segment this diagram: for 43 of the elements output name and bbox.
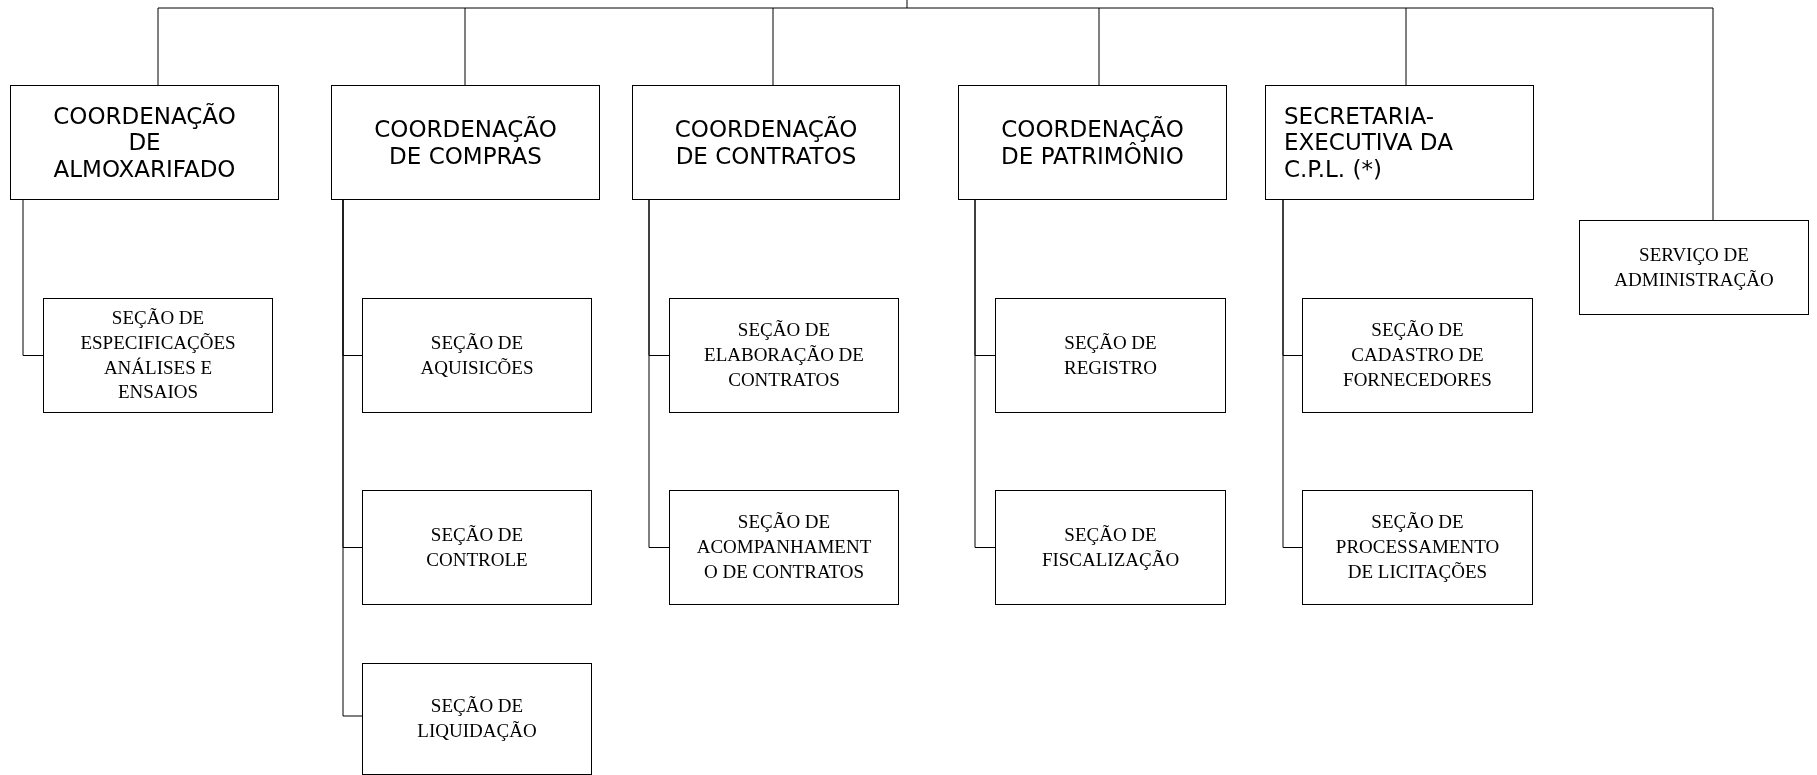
- section-box: [1302, 298, 1533, 413]
- connector-line: [1405, 7, 1407, 86]
- connector-line: [342, 199, 363, 717]
- connector-line: [772, 7, 774, 86]
- unit-name: SEÇÃO DE CONTROLE: [425, 522, 529, 572]
- section-box: [995, 490, 1226, 605]
- connector-line: [22, 199, 44, 356]
- department-box: [958, 85, 1227, 200]
- unit-name: SEÇÃO DE FISCALIZAÇÃO: [1040, 522, 1181, 572]
- unit-name: SEÇÃO DE CADASTRO DE FORNECEDORES: [1342, 318, 1493, 392]
- section-box: [669, 490, 899, 605]
- department-box: [1265, 85, 1534, 200]
- unit-name: SEÇÃO DE LIQUIDAÇÃO: [416, 694, 538, 743]
- section-box: [362, 298, 592, 413]
- section-box: [362, 490, 592, 605]
- unit-name: SEÇÃO DE PROCESSAMENTO DE LICITAÇÕES: [1334, 510, 1501, 584]
- unit-name: COORDENAÇÃO DE ALMOXARIFADO: [52, 102, 237, 183]
- unit-name: COORDENAÇÃO DE CONTRATOS: [673, 116, 859, 169]
- connector-line: [974, 199, 996, 548]
- unit-name: SEÇÃO DE AQUISICÕES: [419, 330, 535, 380]
- section-box: [995, 298, 1226, 413]
- department-box: [331, 85, 600, 200]
- department-box: [10, 85, 279, 200]
- connector-line: [1282, 199, 1303, 548]
- section-box: [43, 298, 273, 413]
- section-box: [1579, 220, 1809, 315]
- unit-name: SEÇÃO DE REGISTRO: [1063, 330, 1158, 380]
- connector-line: [157, 7, 159, 86]
- connector-line: [464, 7, 466, 86]
- unit-name: COORDENAÇÃO DE PATRIMÔNIO: [1000, 116, 1185, 169]
- connector-line: [1712, 7, 1714, 221]
- section-box: [362, 663, 592, 775]
- department-box: [632, 85, 900, 200]
- unit-name: SEÇÃO DE ELABORAÇÃO DE CONTRATOS: [703, 318, 865, 392]
- unit-name: SEÇÃO DE ESPECIFICAÇÕES ANÁLISES E ENSAIOS: [79, 306, 237, 405]
- connector-line: [648, 199, 670, 548]
- section-box: [669, 298, 899, 413]
- connector-line: [1098, 7, 1100, 86]
- unit-name: SECRETARIA-EXECUTIVA DA C.P.L. (*): [1284, 102, 1454, 183]
- unit-name: COORDENAÇÃO DE COMPRAS: [373, 116, 558, 169]
- unit-name: SEÇÃO DE ACOMPANHAMENTO DE CONTRATOS: [695, 510, 873, 584]
- unit-name: SERVIÇO DE ADMINISTRAÇÃO: [1613, 242, 1775, 292]
- section-box: [1302, 490, 1533, 605]
